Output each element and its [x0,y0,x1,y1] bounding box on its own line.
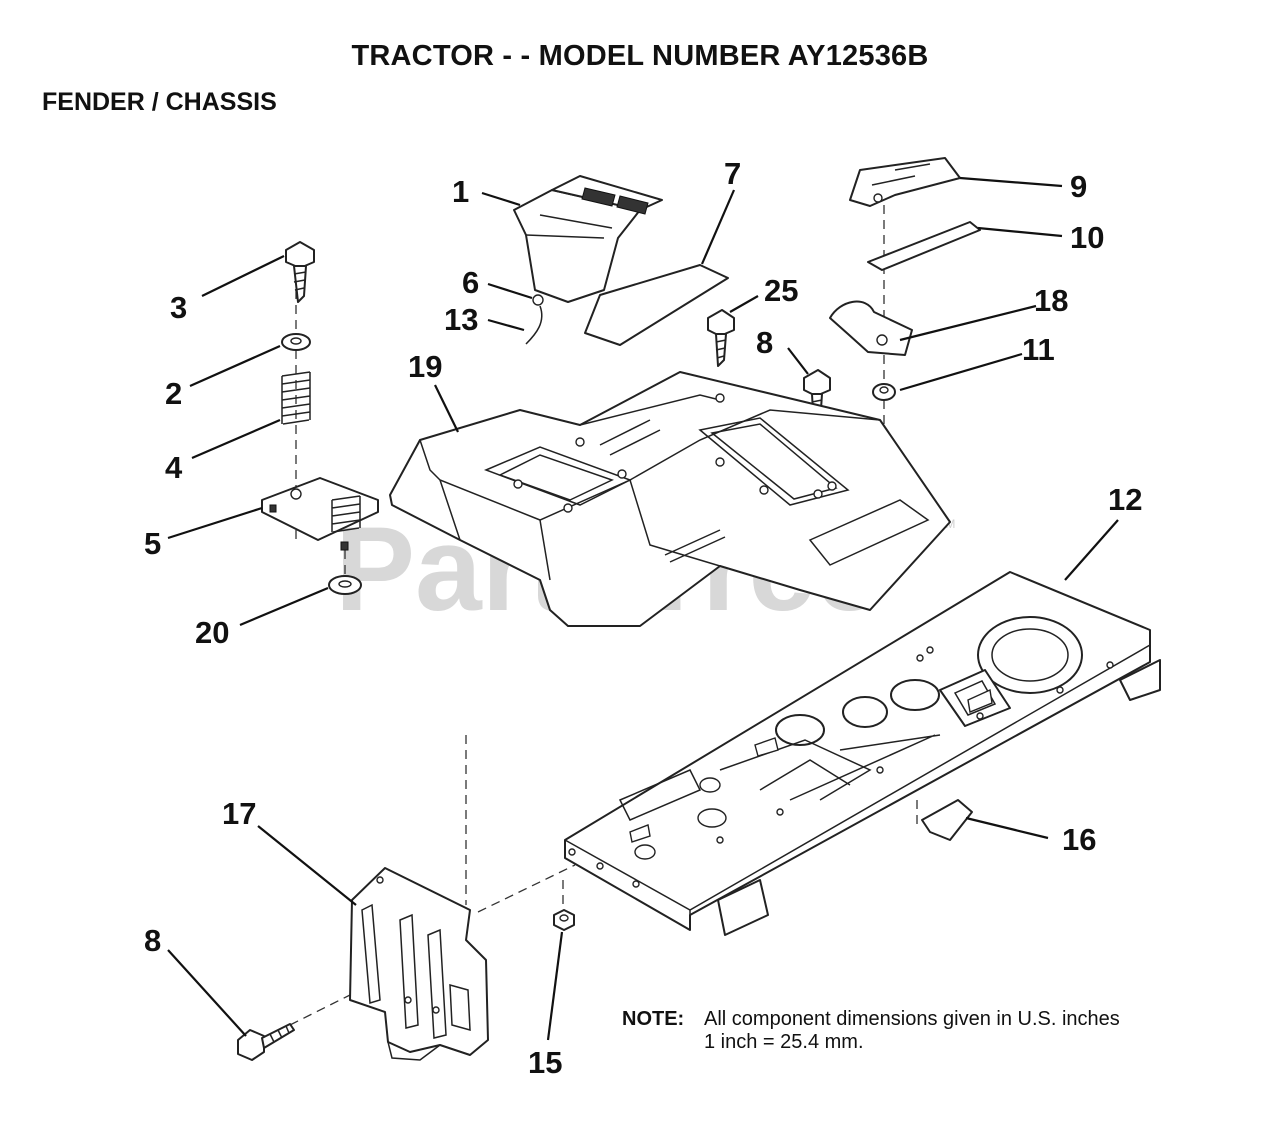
callout-1: 1 [452,174,469,209]
note-line-1: All component dimensions given in U.S. i… [704,1008,1120,1030]
callout-7: 7 [724,156,741,191]
callout-5: 5 [144,526,161,561]
callout-numbers: 1 7 9 10 6 13 25 18 8 11 19 3 2 4 5 20 1… [144,156,1142,1080]
part-17-rear-plate [349,867,489,1061]
callout-11: 11 [1022,332,1055,367]
part-25-screw [707,309,735,367]
note-block: NOTE: All component dimensions given in U… [622,1008,1120,1054]
callout-12: 12 [1108,482,1142,517]
part-11-nut [872,383,896,401]
callout-20: 20 [195,615,229,650]
part-16-bracket [921,799,973,841]
callout-17: 17 [222,796,256,831]
part-8-screw-lower [237,1023,295,1061]
part-19-fender [389,371,951,627]
callout-8-lower: 8 [144,923,161,958]
part-20-washer [328,575,362,595]
part-10-strap [867,221,981,271]
part-5-plate [261,477,379,551]
part-9-bracket [849,157,961,207]
callout-2: 2 [165,376,182,411]
callout-4: 4 [165,450,183,485]
part-1-console-tray [513,175,663,303]
callout-13: 13 [444,302,478,337]
part-6-13-clip-wire [525,294,544,345]
callout-18: 18 [1034,283,1068,318]
part-3-bolt [285,241,315,303]
part-7-decal [584,264,729,346]
callout-10: 10 [1070,220,1104,255]
part-2-washer [281,333,311,351]
leader-lines [167,176,1119,1041]
callout-9: 9 [1070,169,1087,204]
callout-8-upper: 8 [756,325,773,360]
callout-6: 6 [462,265,479,300]
callout-19: 19 [408,349,442,384]
part-18-clamp [829,300,913,356]
callout-16: 16 [1062,822,1096,857]
diagram-title: TRACTOR - - MODEL NUMBER AY12536B [351,40,929,72]
callout-25: 25 [764,273,798,308]
note-label: NOTE: [622,1008,685,1030]
callout-15: 15 [528,1045,562,1080]
note-line-2: 1 inch = 25.4 mm. [704,1031,864,1053]
section-subtitle: FENDER / CHASSIS [42,88,277,116]
callout-3: 3 [170,290,187,325]
part-4-spring [281,371,311,425]
part-12-chassis-frame [564,571,1161,936]
part-15-nut [553,909,575,931]
